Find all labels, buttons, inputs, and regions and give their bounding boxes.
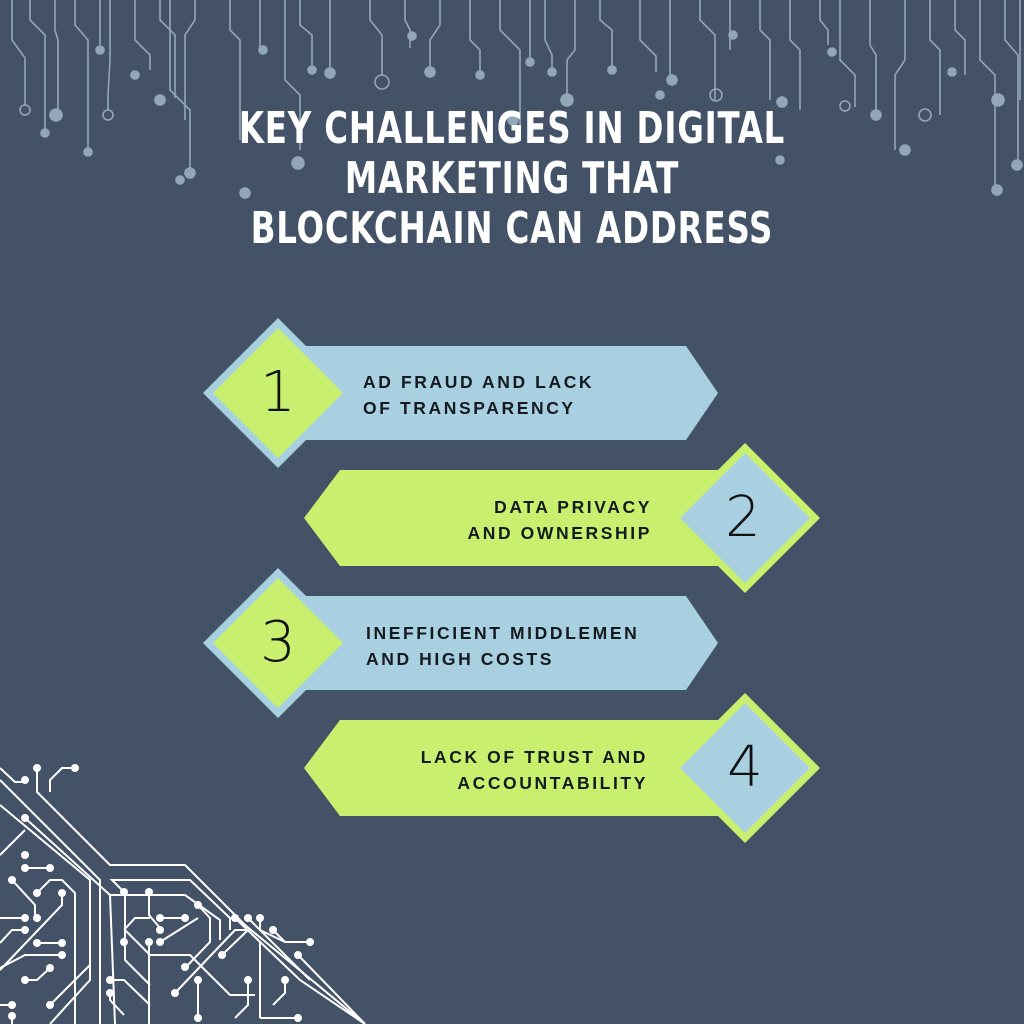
item-3-line-1: INEFFICIENT MIDDLEMEN (366, 623, 640, 643)
item-2-shape (304, 443, 820, 593)
item-1-text: AD FRAUD AND LACK OF TRANSPARENCY (363, 369, 594, 421)
top-circuit-decoration-icon (11, 0, 1023, 199)
item-3-line-2: AND HIGH COSTS (366, 649, 555, 669)
item-2-line-2: AND OWNERSHIP (467, 523, 652, 543)
item-2-line-1: DATA PRIVACY (494, 497, 652, 517)
title-line-3: BLOCKCHAIN CAN ADDRESS (250, 203, 774, 254)
item-3-text: INEFFICIENT MIDDLEMEN AND HIGH COSTS (366, 620, 639, 672)
item-4-line-2: ACCOUNTABILITY (457, 773, 648, 793)
item-3-number: 3 (260, 610, 296, 675)
page-title: KEY CHALLENGES IN DIGITAL MARKETING THAT… (92, 104, 932, 254)
item-1-line-2: OF TRANSPARENCY (363, 398, 576, 418)
item-4-line-1: LACK OF TRUST AND (420, 747, 648, 767)
item-3-shape (203, 568, 718, 718)
item-1-number: 1 (260, 360, 296, 425)
item-2-text: DATA PRIVACY AND OWNERSHIP (468, 494, 653, 546)
item-4-shape (304, 693, 820, 843)
title-line-2: MARKETING THAT (344, 153, 680, 204)
item-1-line-1: AD FRAUD AND LACK (363, 372, 595, 392)
item-4-number: 4 (727, 735, 763, 800)
item-1-shape (203, 318, 718, 468)
title-line-1: KEY CHALLENGES IN DIGITAL (238, 103, 786, 154)
item-2-number: 2 (725, 485, 761, 550)
item-4-text: LACK OF TRUST AND ACCOUNTABILITY (421, 744, 648, 796)
